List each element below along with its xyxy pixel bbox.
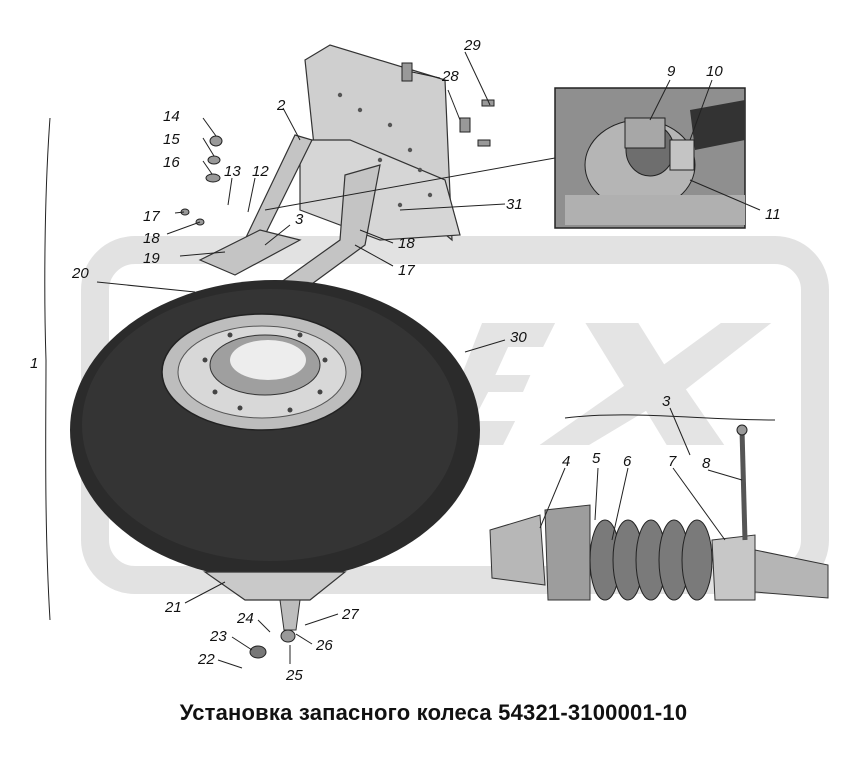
assembly-bracket-line	[44, 117, 51, 621]
callout-31: 31	[506, 196, 523, 213]
callout-27: 27	[341, 606, 359, 623]
callout-17-right: 17	[398, 262, 415, 279]
detail-inset	[264, 87, 746, 229]
spare-tire	[70, 280, 480, 580]
bottom-clamp	[203, 571, 347, 659]
callout-26: 26	[315, 637, 333, 654]
callout-16: 16	[163, 154, 180, 171]
callout-15: 15	[163, 131, 180, 148]
callout-18-right: 18	[398, 235, 415, 252]
callout-23: 23	[209, 628, 227, 645]
callout-25: 25	[285, 667, 303, 684]
separator-line	[564, 414, 776, 421]
callout-18-left: 18	[143, 230, 160, 247]
callout-11: 11	[765, 206, 781, 223]
mounting-plate	[299, 44, 461, 242]
callout-19: 19	[143, 250, 160, 267]
callout-17-left: 17	[143, 208, 160, 225]
callout-24: 24	[236, 610, 254, 627]
callout-12: 12	[252, 163, 269, 180]
callout-8: 8	[702, 455, 711, 472]
spring	[589, 519, 713, 601]
leader-lines	[96, 51, 761, 669]
callout-9: 9	[667, 63, 676, 80]
callout-3-top: 3	[295, 211, 304, 228]
callout-30: 30	[510, 329, 527, 346]
callout-14: 14	[163, 108, 180, 125]
callout-21: 21	[164, 599, 182, 616]
callout-7: 7	[668, 453, 677, 470]
callout-20: 20	[71, 265, 89, 282]
callout-29: 29	[463, 37, 481, 54]
callout-6: 6	[623, 453, 632, 470]
callout-3-detail: 3	[662, 393, 671, 410]
callout-28: 28	[441, 68, 459, 85]
callout-labels: 1 2 3 3 4 5 6 7 8 9 10 11 12 13 14 15 16…	[30, 37, 781, 684]
winch-mechanism	[489, 424, 829, 601]
callout-2: 2	[276, 97, 286, 114]
diagram-caption: Установка запасного колеса 54321-3100001…	[179, 700, 688, 725]
callout-13: 13	[224, 163, 241, 180]
callout-22: 22	[197, 651, 215, 668]
callout-4: 4	[562, 453, 570, 470]
fasteners	[180, 62, 495, 226]
callout-10: 10	[706, 63, 723, 80]
callout-1: 1	[30, 355, 38, 372]
callout-5: 5	[592, 450, 601, 467]
bracket-arms	[198, 134, 381, 301]
